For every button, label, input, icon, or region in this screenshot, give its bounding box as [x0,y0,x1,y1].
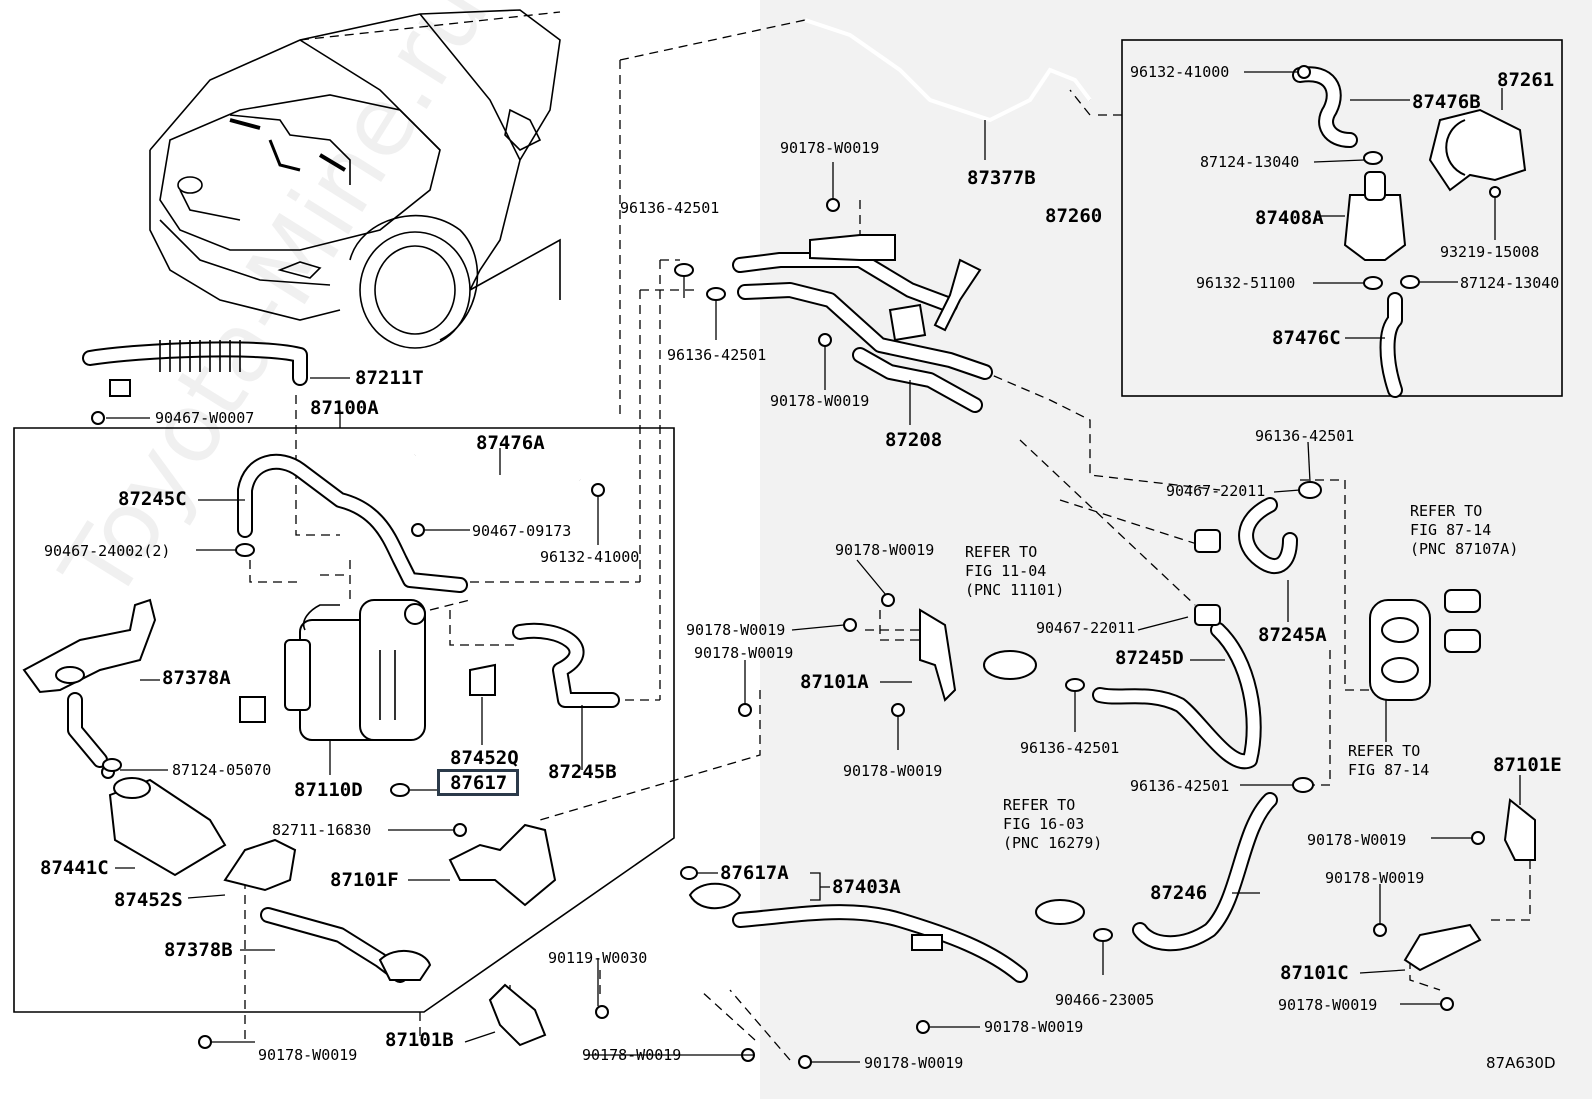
reference-fig-11-04[interactable]: REFER TO FIG 11-04 (PNC 11101) [965,543,1065,599]
grommet [1369,599,1431,701]
label-90178-W0019-right-3[interactable]: 90178-W0019 [1278,996,1378,1014]
reference-fig-87-14[interactable]: REFER TO FIG 87-14 [1348,742,1430,779]
label-87261[interactable]: 87261 [1497,69,1555,91]
bracket-87101B [488,983,547,1047]
label-87101F[interactable]: 87101F [330,869,399,891]
label-87245D[interactable]: 87245D [1115,647,1184,669]
reference-fig-16-03[interactable]: REFER TO FIG 16-03 (PNC 16279) [1003,796,1103,852]
vehicle-illustration [149,9,561,349]
label-90466-23005[interactable]: 90466-23005 [1055,991,1155,1009]
label-96132-41000[interactable]: 96132-41000 [540,548,640,566]
label-87124-05070[interactable]: 87124-05070 [172,761,272,779]
label-93219-15008[interactable]: 93219-15008 [1440,243,1540,261]
bracket-87452Q [469,663,496,696]
label-87377B[interactable]: 87377B [967,167,1036,189]
label-87110D[interactable]: 87110D [294,779,363,801]
label-87441C[interactable]: 87441C [40,857,109,879]
components [22,108,1536,1047]
hoses [67,18,1403,983]
label-90467-W0007[interactable]: 90467-W0007 [155,409,255,427]
label-87245B[interactable]: 87245B [548,761,617,783]
label-87617-highlighted[interactable]: 87617 [450,772,508,794]
label-90178-W0019-top-1[interactable]: 90178-W0019 [780,139,880,157]
label-87403A[interactable]: 87403A [832,876,901,898]
label-87101C[interactable]: 87101C [1280,962,1349,984]
label-87101B[interactable]: 87101B [385,1029,454,1051]
leader-lines [106,71,1521,1063]
label-90467-22011-a[interactable]: 90467-22011 [1166,482,1266,500]
label-96136-42501-top-1[interactable]: 96136-42501 [620,199,720,217]
label-90178-W0019-mid-4[interactable]: 90178-W0019 [843,762,943,780]
label-96136-42501-mid-3[interactable]: 96136-42501 [1130,777,1230,795]
label-90178-W0019-mid-1[interactable]: 90178-W0019 [835,541,935,559]
label-96132-51100[interactable]: 96132-51100 [1196,274,1296,292]
tank-87441C [108,778,227,877]
label-82711-16830[interactable]: 82711-16830 [272,821,372,839]
label-96136-42501-mid-1[interactable]: 96136-42501 [1255,427,1355,445]
label-87476C[interactable]: 87476C [1272,327,1341,349]
label-87208[interactable]: 87208 [885,429,943,451]
label-96132-41000-box[interactable]: 96132-41000 [1130,63,1230,81]
label-87378A[interactable]: 87378A [162,667,231,689]
highlight-box [437,769,519,796]
label-90178-W0019-bottom-1[interactable]: 90178-W0019 [984,1018,1084,1036]
label-90119-W0030[interactable]: 90119-W0030 [548,949,648,967]
diagram-code: 87A630D [1486,1054,1556,1072]
label-90467-09173[interactable]: 90467-09173 [472,522,572,540]
label-90178-W0019-right-1[interactable]: 90178-W0019 [1307,831,1407,849]
label-87124-13040-a[interactable]: 87124-13040 [1200,153,1300,171]
label-87476A[interactable]: 87476A [476,432,545,454]
label-87246[interactable]: 87246 [1150,882,1208,904]
label-87260[interactable]: 87260 [1045,205,1103,227]
label-96136-42501-mid-2[interactable]: 96136-42501 [1020,739,1120,757]
label-87101E[interactable]: 87101E [1493,754,1562,776]
bracket-87378A [22,598,157,694]
label-90178-W0019-right-2[interactable]: 90178-W0019 [1325,869,1425,887]
subassembly-frame-87260 [1121,39,1563,397]
label-90178-W0019-bottom-2[interactable]: 90178-W0019 [864,1054,964,1072]
fasteners [91,65,1501,1069]
label-87378B[interactable]: 87378B [164,939,233,961]
label-90178-W0019-mid-2[interactable]: 90178-W0019 [686,621,786,639]
label-87452Q[interactable]: 87452Q [450,747,519,769]
label-87617A[interactable]: 87617A [720,862,789,884]
label-96136-42501-top-2[interactable]: 96136-42501 [667,346,767,364]
label-90178-W0019-bottom-left[interactable]: 90178-W0019 [258,1046,358,1064]
valve-87408A [1343,194,1407,261]
label-87124-13040-b[interactable]: 87124-13040 [1460,274,1560,292]
label-90178-W0019-bottom-mid[interactable]: 90178-W0019 [582,1046,682,1064]
label-87245C[interactable]: 87245C [118,488,187,510]
subassembly-frame-87100A [13,427,675,1013]
label-87211T[interactable]: 87211T [355,367,424,389]
routing-dashes [244,11,1531,1061]
label-90178-W0019-top-2[interactable]: 90178-W0019 [770,392,870,410]
label-87245A[interactable]: 87245A [1258,624,1327,646]
label-90178-W0019-mid-3[interactable]: 90178-W0019 [694,644,794,662]
label-90467-22011-b[interactable]: 90467-22011 [1036,619,1136,637]
label-87100A[interactable]: 87100A [310,397,379,419]
label-87101A[interactable]: 87101A [800,671,869,693]
reference-fig-87-14-pnc[interactable]: REFER TO FIG 87-14 (PNC 87107A) [1410,502,1519,558]
label-87452S[interactable]: 87452S [114,889,183,911]
bracket-87452S [223,838,297,892]
label-87408A[interactable]: 87408A [1255,207,1324,229]
label-90467-24002-2[interactable]: 90467-24002(2) [44,542,171,560]
label-87476B[interactable]: 87476B [1412,91,1481,113]
